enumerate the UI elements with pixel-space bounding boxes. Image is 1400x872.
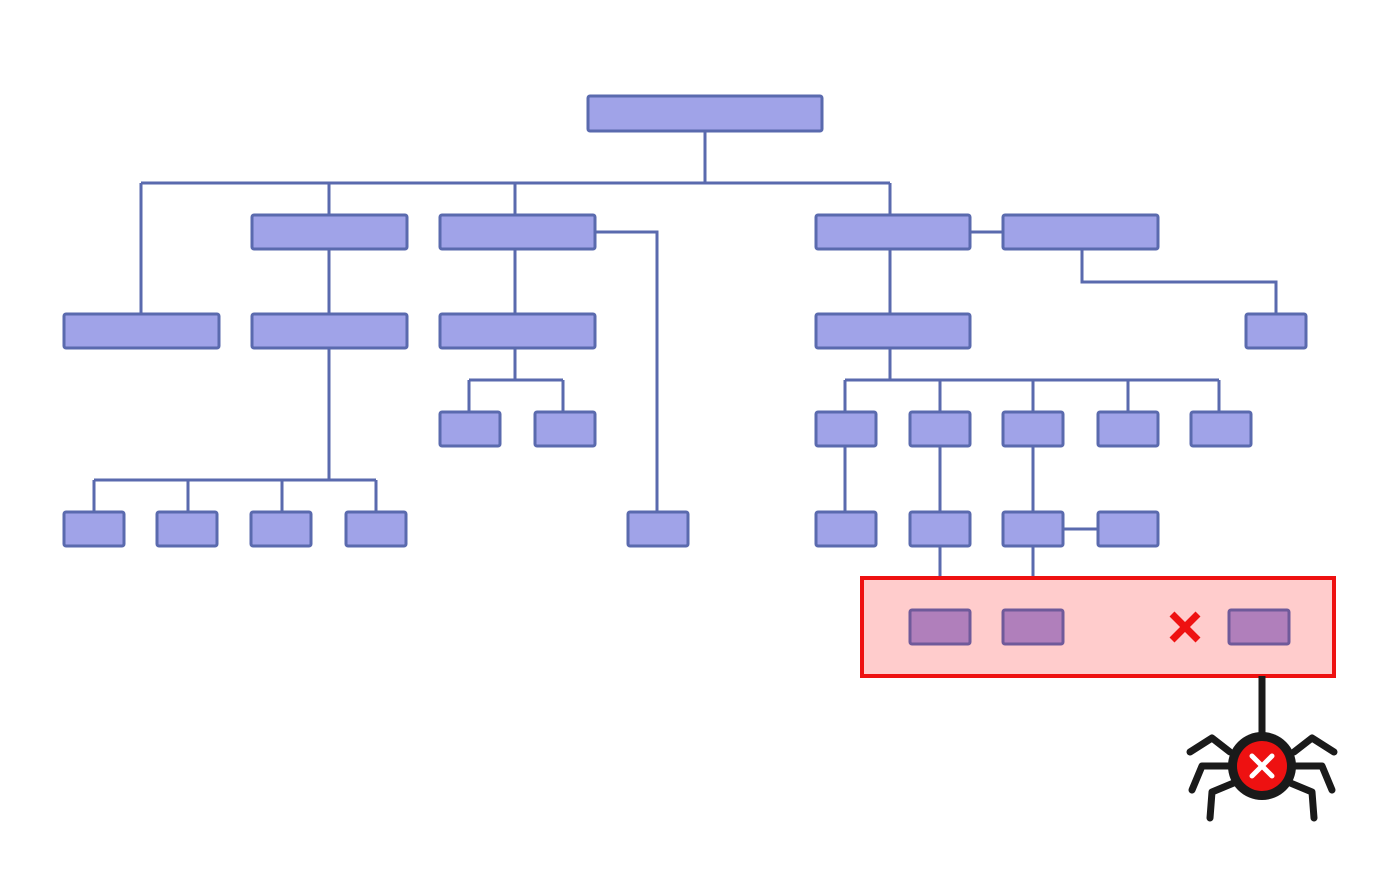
uncrawled-page-node [1227, 608, 1291, 646]
error-badge-icon [1237, 741, 1287, 791]
page-node [438, 410, 502, 448]
spider-leg [1206, 778, 1240, 822]
uncrawled-page-node [908, 608, 972, 646]
page-node [533, 410, 597, 448]
spider-leg [1186, 734, 1234, 756]
page-node [438, 213, 597, 251]
page-node [249, 510, 313, 548]
page-node [1096, 510, 1160, 548]
page-node [1096, 410, 1160, 448]
spider-icon [1186, 676, 1338, 822]
page-node [1001, 510, 1065, 548]
page-node [908, 510, 972, 548]
page-node [908, 410, 972, 448]
page-node [1244, 312, 1308, 350]
page-node [814, 312, 972, 350]
spider-leg [1284, 778, 1318, 822]
page-node [814, 510, 878, 548]
page-node [250, 312, 409, 350]
page-node [62, 312, 221, 350]
page-node [814, 213, 972, 251]
page-node [1189, 410, 1253, 448]
spider-leg [1292, 762, 1336, 794]
page-node [1001, 213, 1160, 251]
page-node [344, 510, 408, 548]
page-node [438, 312, 597, 350]
page-node [250, 213, 409, 251]
uncrawled-page-node [1001, 608, 1065, 646]
page-node [586, 94, 824, 133]
tree-edge [594, 230, 659, 512]
page-node [814, 410, 878, 448]
tree-edge [1080, 249, 1278, 314]
page-node [1001, 410, 1065, 448]
tree-edges [92, 131, 1278, 610]
x-mark-icon [1169, 611, 1201, 643]
page-node [155, 510, 219, 548]
spider-leg [1290, 734, 1338, 756]
page-node [62, 510, 126, 548]
tree-nodes [62, 94, 1308, 646]
spider-leg [1188, 762, 1232, 794]
page-node [626, 510, 690, 548]
